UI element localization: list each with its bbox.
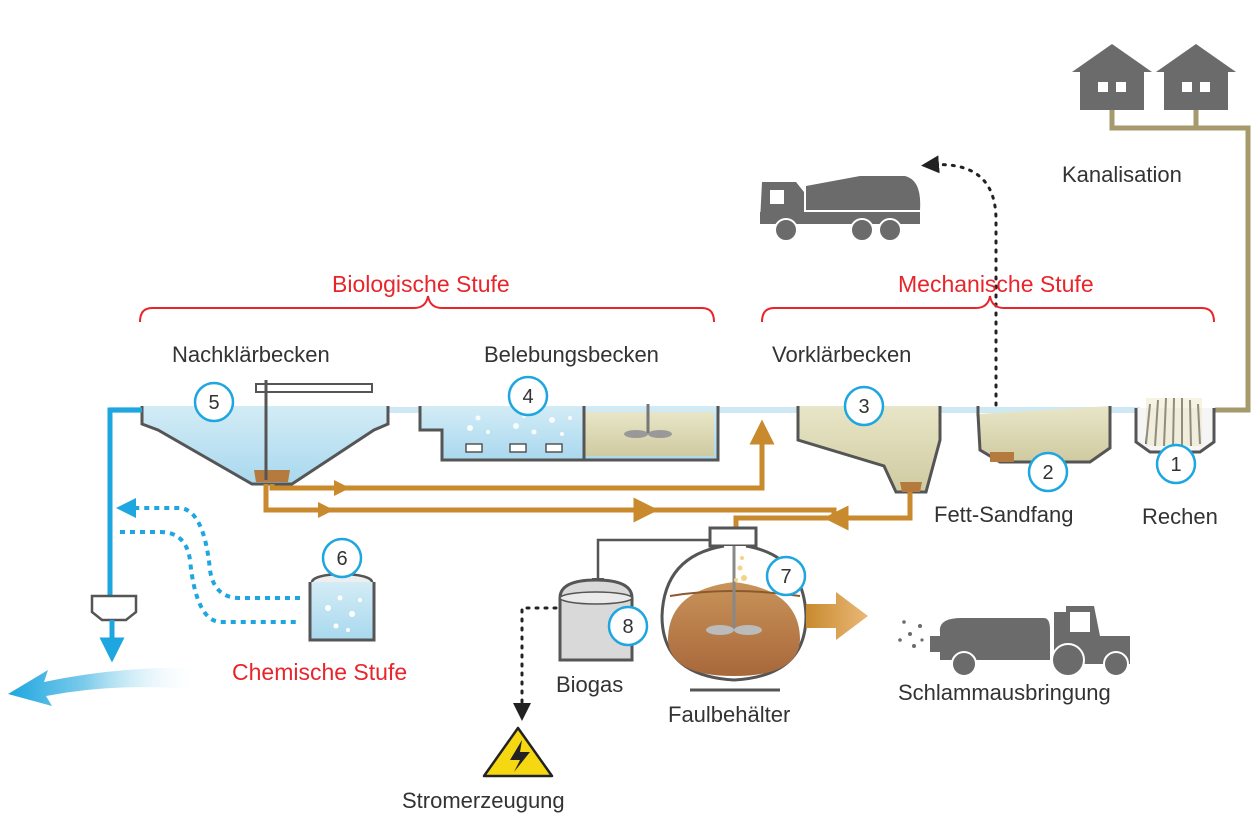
primary-clarifier-tank [796, 406, 942, 494]
badge-4: 4 [507, 375, 549, 417]
house-icon [1072, 44, 1152, 110]
label-aeration-tank: Belebungsbecken [484, 342, 659, 367]
house-icon [1156, 44, 1236, 110]
label-primary-clarifier: Vorklärbecken [772, 342, 911, 367]
badge-7: 7 [765, 555, 807, 597]
label-power: Stromerzeugung [402, 788, 565, 813]
tractor-icon [898, 606, 1130, 677]
outflow-stream [8, 667, 200, 706]
clean-water-outlet [107, 407, 142, 600]
svg-text:5: 5 [208, 392, 219, 414]
badge-8: 8 [607, 605, 649, 647]
badge-1: 1 [1155, 443, 1197, 485]
label-sludge-spreading: Schlammausbringung [898, 680, 1111, 705]
excess-sludge-line [263, 484, 659, 523]
label-biological-stage: Biologische Stufe [332, 271, 510, 297]
warning-lightning-icon [482, 726, 554, 778]
outlet-valve [90, 594, 138, 622]
label-biogas: Biogas [556, 672, 623, 697]
svg-text:4: 4 [522, 386, 533, 408]
label-mechanical-stage: Mechanische Stufe [898, 271, 1094, 297]
secondary-clarifier-tank [140, 380, 390, 486]
svg-text:3: 3 [858, 396, 869, 418]
badge-6: 6 [321, 537, 363, 579]
svg-text:7: 7 [780, 566, 791, 588]
truck-icon [760, 176, 921, 242]
svg-text:1: 1 [1170, 454, 1181, 476]
sewer-pipe [1109, 110, 1251, 413]
svg-text:2: 2 [1042, 462, 1053, 484]
svg-text:6: 6 [336, 548, 347, 570]
svg-text:8: 8 [622, 616, 633, 638]
gas-line [591, 538, 710, 591]
primary-sludge-line [823, 492, 913, 531]
label-digester: Faulbehälter [668, 702, 790, 727]
brace-biological [139, 295, 715, 323]
badge-3: 3 [843, 385, 885, 427]
aeration-tank [418, 404, 720, 462]
biogas-to-power-flow [513, 606, 558, 721]
return-sludge-line [269, 419, 775, 491]
label-chemical-stage: Chemische Stufe [232, 659, 407, 685]
sludge-disposal-arrow [806, 592, 868, 640]
chemical-tank [308, 572, 376, 642]
label-grease-grit-trap: Fett-Sandfang [934, 502, 1073, 527]
label-screen: Rechen [1142, 504, 1218, 529]
label-secondary-clarifier: Nachklärbecken [172, 342, 330, 367]
badge-2: 2 [1027, 451, 1069, 493]
label-sewer: Kanalisation [1062, 162, 1182, 187]
digester-tank [660, 526, 808, 692]
brace-mechanical [761, 295, 1215, 323]
chem-return-upper [116, 498, 300, 600]
chem-feed-lower [120, 530, 300, 624]
badge-5: 5 [193, 381, 235, 423]
grit-to-truck-flow [921, 155, 998, 416]
